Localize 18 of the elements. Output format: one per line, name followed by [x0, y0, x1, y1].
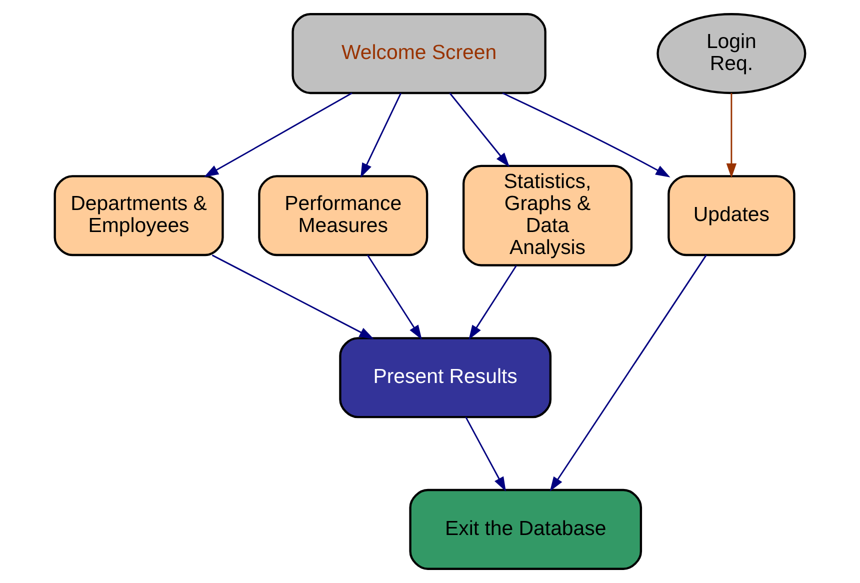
node-box: Present Results — [339, 337, 552, 418]
arrow — [502, 92, 670, 178]
arrow — [468, 265, 517, 340]
node-box: Welcome Screen — [292, 13, 546, 94]
arrow — [449, 92, 510, 168]
node-box: Exit the Database — [409, 488, 642, 570]
arrow — [550, 254, 707, 492]
node-box: Performance Measures — [258, 175, 428, 256]
node-box: Departments & Employees — [54, 175, 224, 256]
node-box: Updates — [668, 175, 796, 256]
arrow — [726, 93, 737, 178]
arrow — [204, 92, 352, 178]
node-ellipse: Login Req. — [656, 13, 806, 94]
arrow — [465, 416, 506, 492]
arrow — [212, 254, 374, 340]
node-box: Statistics, Graphs & Data Analysis — [462, 164, 633, 266]
arrow — [367, 254, 422, 340]
arrow — [360, 92, 402, 178]
